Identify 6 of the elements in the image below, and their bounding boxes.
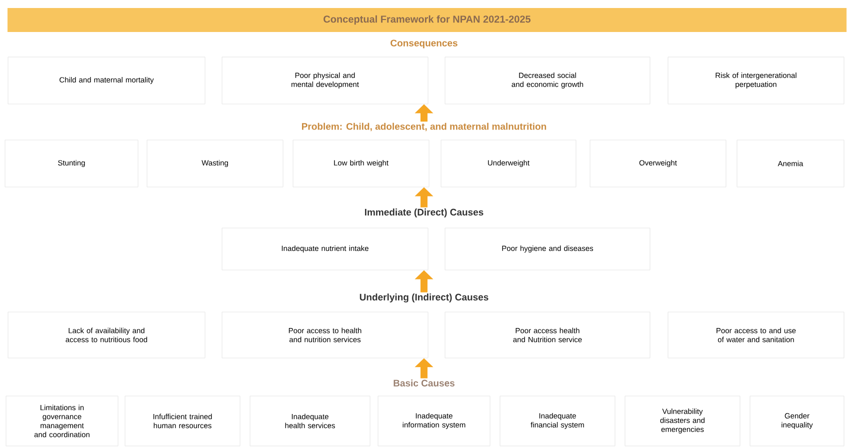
section-heading: Consequences <box>390 40 458 48</box>
section-heading: Underlying (Indirect) Causes <box>360 294 488 302</box>
section-heading: Immediate (Direct) Causes <box>364 208 484 218</box>
title-bar: Conceptual Framework for NPAN 2021-2025 <box>8 8 846 32</box>
section-heading: Problem: Child, adolescent, and maternal malnutrition <box>302 122 546 132</box>
section-heading: Basic Causes <box>394 380 454 386</box>
